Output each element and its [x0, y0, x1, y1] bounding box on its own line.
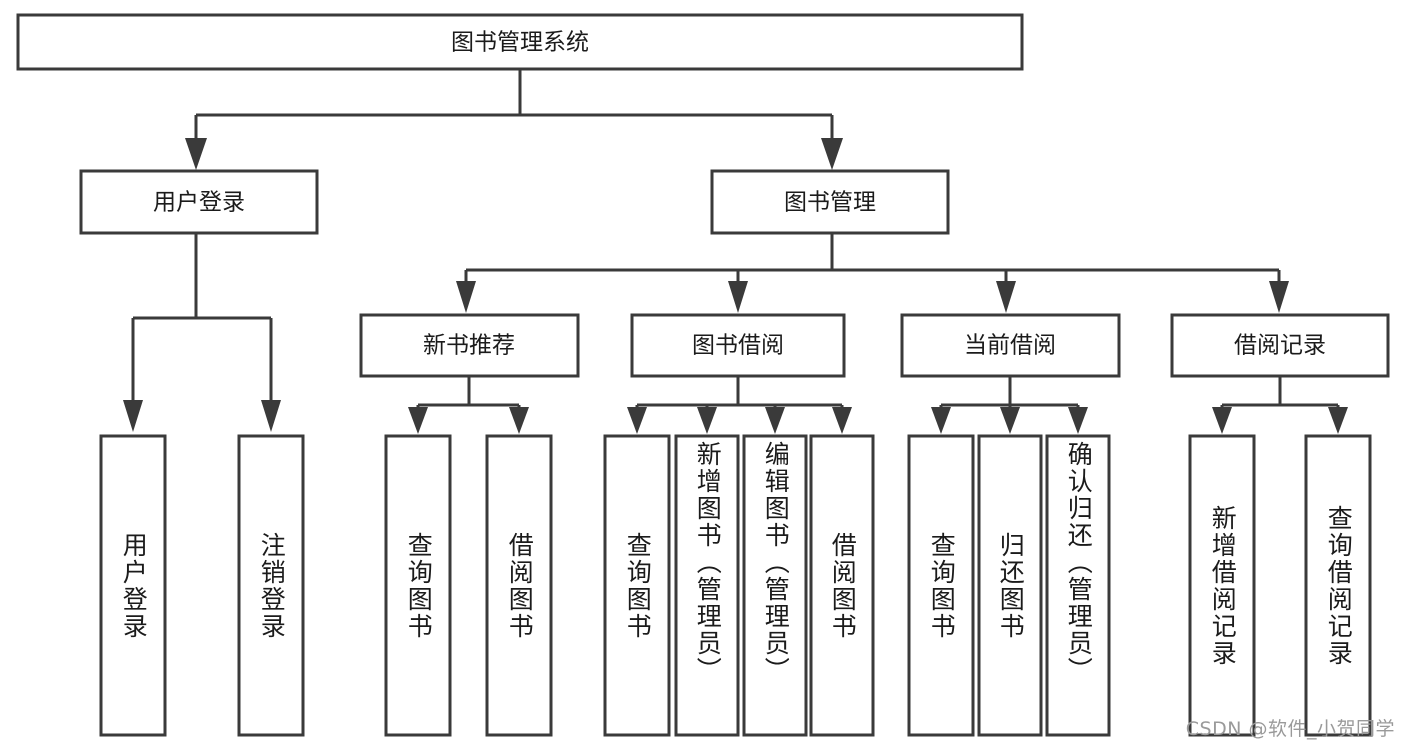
connector-layer: [123, 69, 1348, 434]
leaf-box-add-record[interactable]: [1188, 434, 1256, 737]
arrow-head-new-book-recommend: [456, 281, 476, 313]
leaf-box-query-book-1[interactable]: [384, 434, 452, 737]
leaf-box-user-login[interactable]: [99, 434, 167, 737]
arrow-head-leaf-query-book-3: [931, 407, 951, 434]
arrow-head-current-borrow: [996, 281, 1016, 313]
arrow-head-leaf-borrow-book-1: [509, 407, 529, 434]
leaf-box-query-book-3[interactable]: [907, 434, 975, 737]
arrow-head-leaf-logout-login: [261, 400, 281, 432]
arrow-head-leaf-return-book: [1000, 407, 1020, 434]
leaf-box-edit-book[interactable]: [742, 434, 808, 737]
leaf-box-confirm-return[interactable]: [1045, 434, 1111, 737]
arrow-head-leaf-query-book-2: [627, 407, 647, 434]
csdn-watermark: CSDN @软件_小贺同学: [1185, 718, 1395, 740]
node-book-manage-box[interactable]: [710, 169, 950, 235]
leaf-box-query-book-2[interactable]: [603, 434, 671, 737]
node-root-box[interactable]: [16, 13, 1024, 71]
node-new-book-recommend-box[interactable]: [359, 313, 580, 378]
arrow-head-borrow-record: [1269, 281, 1289, 313]
leaf-box-query-record[interactable]: [1304, 434, 1372, 737]
arrow-head-leaf-add-book: [697, 407, 717, 434]
leaf-box-logout-login[interactable]: [237, 434, 305, 737]
leaf-box-return-book[interactable]: [977, 434, 1043, 737]
node-borrow-record-box[interactable]: [1170, 313, 1390, 378]
arrow-head-leaf-borrow-book-2: [832, 407, 852, 434]
node-root-label: 图书管理系统: [451, 30, 589, 56]
node-new-book-recommend[interactable]: 新书推荐: [359, 313, 580, 378]
node-current-borrow-label: 当前借阅: [964, 333, 1056, 359]
arrow-head-book-borrow: [728, 281, 748, 313]
node-borrow-record[interactable]: 借阅记录: [1170, 313, 1390, 378]
arrow-head-leaf-query-record: [1328, 407, 1348, 434]
arrow-head-leaf-add-record: [1212, 407, 1232, 434]
node-current-borrow-box[interactable]: [900, 313, 1121, 378]
node-current-borrow[interactable]: 当前借阅: [900, 313, 1121, 378]
arrow-head-user-login: [185, 138, 207, 170]
leaf-box-borrow-book-2[interactable]: [809, 434, 875, 737]
arrow-head-leaf-confirm-return: [1068, 407, 1088, 434]
node-book-manage[interactable]: 图书管理: [710, 169, 950, 235]
node-book-borrow-box[interactable]: [630, 313, 846, 378]
node-book-borrow-label: 图书借阅: [692, 333, 784, 359]
arrow-head-leaf-query-book-1: [408, 407, 428, 434]
arrow-head-leaf-edit-book: [765, 407, 785, 434]
leaf-box-add-book[interactable]: [674, 434, 740, 737]
node-user-login-label: 用户登录: [153, 190, 245, 216]
leaf-box-borrow-book-1[interactable]: [485, 434, 553, 737]
node-new-book-recommend-label: 新书推荐: [423, 333, 515, 359]
arrow-head-book-manage: [821, 138, 843, 170]
node-borrow-record-label: 借阅记录: [1234, 333, 1326, 359]
arrow-head-leaf-user-login: [123, 400, 143, 432]
node-book-manage-label: 图书管理: [784, 190, 876, 216]
node-user-login-box[interactable]: [79, 169, 319, 235]
node-book-borrow[interactable]: 图书借阅: [630, 313, 846, 378]
node-root[interactable]: 图书管理系统: [16, 13, 1024, 71]
node-user-login[interactable]: 用户登录: [79, 169, 319, 235]
